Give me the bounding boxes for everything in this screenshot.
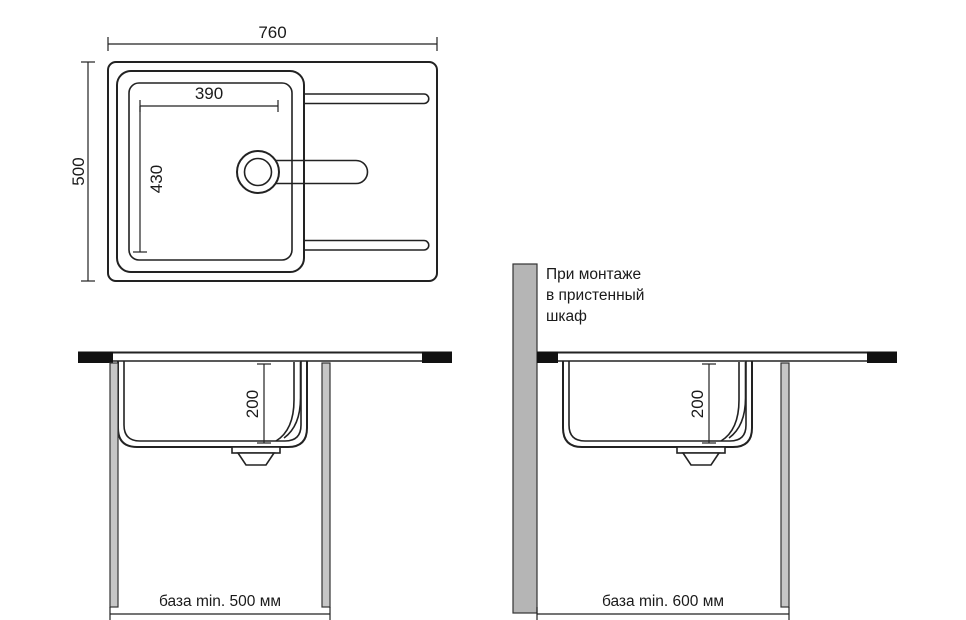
wall-note-line-3: шкаф: [546, 308, 587, 325]
bowl-outer-edge: [116, 70, 305, 273]
overflow-channel-inner: [283, 362, 302, 439]
sink-outline: [107, 61, 438, 282]
base-min-width-label: база min. 500 мм: [159, 593, 281, 610]
wall-panel: [512, 263, 538, 614]
dim-label-bowl-depth-section: 200: [243, 390, 262, 418]
drain-nut: [681, 452, 721, 466]
cabinet-wall-left: [109, 362, 119, 608]
overflow-channel-outer: [720, 362, 740, 442]
front-section-view: 200 база min. 500 мм: [78, 351, 452, 620]
cabinet-wall-right: [780, 362, 790, 608]
dim-overall-depth: 500: [69, 61, 95, 282]
dim-bowl-depth-section: 200: [688, 363, 716, 444]
drain-assembly: [231, 446, 281, 466]
wall-note-line-1: При монтаже: [546, 266, 641, 283]
dim-bowl-depth: 430: [133, 106, 166, 253]
drain-flange: [676, 446, 726, 454]
dim-base-width: база min. 500 мм: [109, 593, 331, 620]
base-min-width-label: база min. 600 мм: [602, 593, 724, 610]
dim-bowl-depth-section: 200: [243, 363, 271, 444]
dim-label-bowl-width: 390: [195, 84, 223, 103]
wall-note-line-2: в пристенный: [546, 287, 644, 304]
drain-channel-slot: [276, 159, 369, 185]
dim-label-bowl-depth-section: 200: [688, 390, 707, 418]
drainboard-groove-bottom: [304, 239, 430, 251]
drain-assembly: [676, 446, 726, 466]
top-view: 760 500 390 430: [69, 23, 438, 282]
countertop-cut-left: [537, 351, 558, 363]
overflow-channel-outer: [275, 362, 295, 442]
countertop-cut-right: [422, 351, 452, 363]
drain-flange: [231, 446, 281, 454]
drain-nut: [236, 452, 276, 466]
countertop-cut-left: [78, 351, 113, 363]
wall-mounting-note: При монтаже в пристенный шкаф: [546, 266, 644, 325]
dim-label-overall-width: 760: [258, 23, 286, 42]
bowl-outer-wall: [562, 361, 753, 448]
bowl-inner-wall: [568, 361, 747, 442]
dim-label-overall-depth: 500: [69, 157, 88, 185]
bowl-inner-edge: [128, 82, 293, 261]
cabinet-wall-right: [321, 362, 331, 608]
dim-base-width: база min. 600 мм: [536, 593, 790, 620]
drain-hole-outer: [236, 150, 280, 194]
dim-bowl-width: 390: [139, 84, 279, 112]
countertop-cut-right: [867, 351, 897, 363]
dim-label-bowl-depth: 430: [147, 165, 166, 193]
wall-section-view: При монтаже в пристенный шкаф 200 база: [512, 263, 897, 620]
drainboard-groove-top: [304, 93, 430, 105]
bowl-inner-wall: [123, 361, 302, 442]
dim-overall-width: 760: [107, 23, 438, 51]
drain-hole-inner: [243, 157, 273, 187]
overflow-channel-inner: [728, 362, 747, 439]
bowl-outer-wall: [117, 361, 308, 448]
